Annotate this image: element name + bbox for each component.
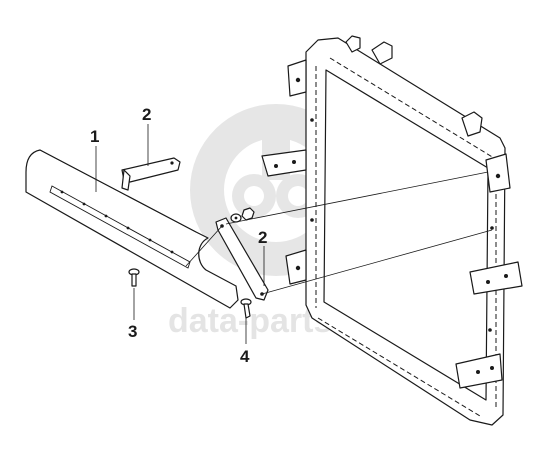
alignment-line-upper xyxy=(225,171,489,225)
radiator-right-cap xyxy=(461,111,483,137)
watermark-text: data-parts xyxy=(168,302,332,340)
callout-leaders xyxy=(95,124,265,344)
radiator-top-inlet xyxy=(371,41,393,65)
radiator-bracket-left-upper xyxy=(287,59,307,97)
radiator-top-cap xyxy=(345,35,361,53)
callout-3: 3 xyxy=(128,322,137,341)
bolt-3-shank xyxy=(131,273,137,287)
callout-1: 1 xyxy=(90,127,99,146)
callout-4: 4 xyxy=(240,347,250,366)
guard-plate-outline xyxy=(25,149,239,309)
callouts: 1 2 2 3 4 xyxy=(90,105,267,366)
radiator-bracket-right-middle xyxy=(469,261,523,295)
callout-2-upper: 2 xyxy=(142,105,151,124)
alignment-line-plate xyxy=(185,225,223,267)
part-4-bolt xyxy=(240,298,252,319)
nut xyxy=(241,207,255,221)
guard-plate-slot xyxy=(49,185,191,269)
radiator-frame xyxy=(261,35,523,426)
part-1-guard-plate xyxy=(25,149,239,309)
radiator-bracket-left-lower xyxy=(285,249,307,285)
part-2-upper-bracket xyxy=(121,157,181,191)
alignment-line-lower xyxy=(261,229,493,295)
bolt-4-shank xyxy=(243,303,251,319)
part-3-bolt xyxy=(128,268,140,287)
upper-bracket-tab xyxy=(121,169,131,191)
radiator-bracket-left-middle xyxy=(261,149,307,177)
radiator-inner-opening xyxy=(323,69,489,401)
radiator-hidden-edge-top xyxy=(329,57,495,159)
assembly-lines xyxy=(185,171,493,295)
callout-2-lower: 2 xyxy=(258,228,267,247)
radiator-bracket-right-upper xyxy=(485,153,511,193)
guard-plate-edge-fold xyxy=(39,149,197,233)
